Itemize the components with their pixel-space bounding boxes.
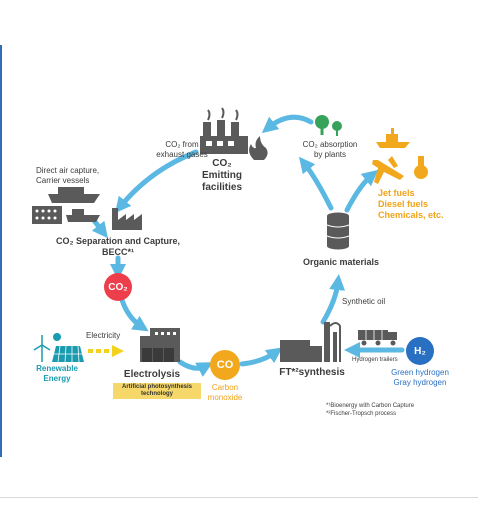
hydrogen-trailers-label: Hydrogen trailers <box>352 357 398 363</box>
wind-turbine-icon <box>33 335 51 362</box>
green-hydrogen-label: Green hydrogen <box>391 368 449 377</box>
plant-trees-icon <box>315 115 342 136</box>
synthetic-oil-label: Synthetic oil <box>342 297 386 306</box>
hydrogen-types-label: Green hydrogen Gray hydrogen <box>391 368 449 388</box>
electricity-label: Electricity <box>86 331 121 340</box>
separation-capture-label: CO₂ Separation and Capture, BECC*¹ <box>56 236 180 258</box>
organic-materials-label: Organic materials <box>302 257 380 267</box>
ship-icon <box>376 128 410 148</box>
emitting-line3: facilities <box>201 182 243 193</box>
co-badge: CO <box>210 350 240 380</box>
electrolysis-equipment-icon <box>140 328 180 362</box>
carbon-monoxide-line2: monoxide <box>207 393 243 402</box>
arrow-organic-to-plants <box>299 156 334 211</box>
arrow-organic-to-fuels <box>344 169 379 213</box>
renewable-energy-label: Renewable Energy <box>36 364 78 384</box>
co2-absorption-line2: by plants <box>313 150 347 159</box>
co2-absorption-label: CO₂ absorption by plants <box>303 140 358 160</box>
co2-badge: CO₂ <box>104 273 132 301</box>
artificial-photosynthesis-box: Artificial photosynthesis technology <box>113 383 201 399</box>
arrow-electrolysis-to-co <box>177 359 214 377</box>
arrow-co-to-ft <box>239 347 283 367</box>
arrow-plants-to-emitting <box>261 114 314 134</box>
hydrogen-trailer-icon <box>358 330 397 346</box>
arrow-ft-to-organic <box>320 274 346 325</box>
jet-fuels-label: Jet fuels <box>378 188 415 198</box>
renewable-line2: Energy <box>43 374 71 383</box>
dac-line1: Direct air capture, <box>36 166 100 175</box>
fuels-label: Jet fuels Diesel fuels Chemicals, etc. <box>378 188 444 221</box>
photosynthesis-line1: Artificial photosynthesis <box>121 384 192 390</box>
arrow-emitting-to-separation <box>114 149 199 214</box>
gray-hydrogen-label: Gray hydrogen <box>393 378 447 387</box>
ft-synthesis-plant-icon <box>280 322 341 362</box>
chemical-flask-icon <box>414 156 428 179</box>
carrier-vessel-icon <box>32 187 100 224</box>
emitting-line1: CO₂ <box>212 158 232 169</box>
photosynthesis-line2: technology <box>140 391 173 397</box>
arrow-co2-to-electrolysis <box>119 297 149 332</box>
left-edge-line <box>0 45 2 457</box>
carbon-monoxide-line1: Carbon <box>211 383 239 392</box>
solar-panel-icon <box>52 345 84 363</box>
emitting-factory-icon <box>200 107 268 160</box>
dac-line2: Carrier vessels <box>36 176 90 185</box>
ft-synthesis-label: FT*²synthesis <box>279 367 345 378</box>
carbon-monoxide-label: Carbon monoxide <box>208 383 243 403</box>
bottom-divider <box>0 497 478 498</box>
airplane-icon <box>372 156 404 184</box>
footnote-1: *¹Bioenergy with Carbon Capture <box>326 403 415 409</box>
diesel-fuels-label: Diesel fuels <box>378 199 429 209</box>
sun-icon <box>53 333 61 341</box>
emitting-facilities-label: CO₂ Emitting facilities <box>202 158 242 194</box>
separation-factory-icon <box>112 208 142 230</box>
co2-absorption-line1: CO₂ absorption <box>302 140 358 149</box>
chemicals-label: Chemicals, etc. <box>378 210 444 220</box>
oil-barrel-icon <box>326 212 350 250</box>
footnotes: *¹Bioenergy with Carbon Capture *²Fische… <box>326 402 414 418</box>
direct-air-capture-label: Direct air capture, Carrier vessels <box>36 166 99 186</box>
separation-line2: BECC*¹ <box>101 247 134 257</box>
co2-from-exhaust-label: CO₂ from exhaust gases <box>156 140 208 159</box>
footnote-2: *²Fischer-Tropsch process <box>326 411 397 417</box>
h2-badge: H₂ <box>406 337 434 365</box>
emitting-line2: Emitting <box>202 170 242 181</box>
electrolysis-label: Electrolysis <box>123 369 181 380</box>
separation-line1: CO₂ Separation and Capture, <box>55 236 181 246</box>
renewable-line1: Renewable <box>36 364 78 373</box>
